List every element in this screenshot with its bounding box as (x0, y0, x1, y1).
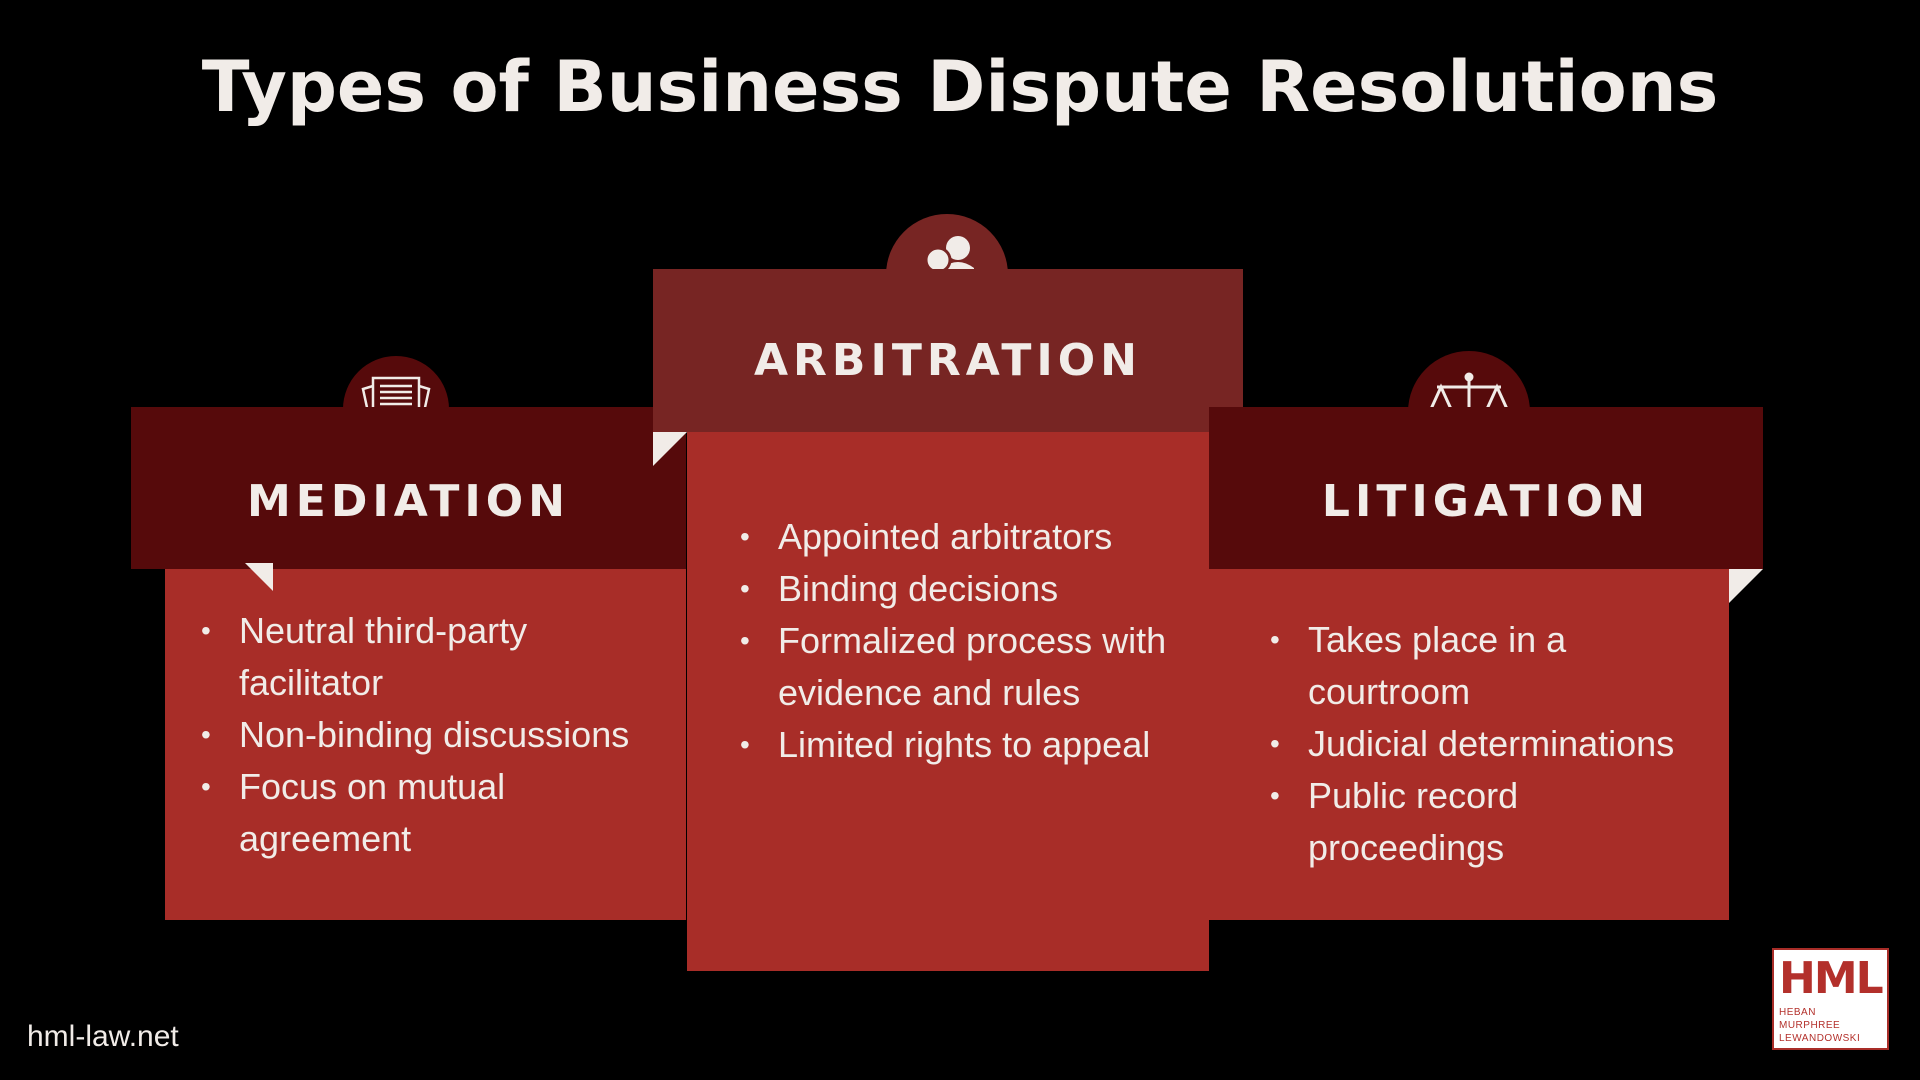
mediation-header: MEDIATION (131, 407, 686, 569)
list-item: Neutral third-party (201, 605, 629, 657)
website-link[interactable]: hml-law.net (27, 1020, 179, 1053)
litigation-header: LITIGATION (1209, 407, 1763, 569)
arbitration-fold-left (653, 432, 687, 466)
list-item-continuation: evidence and rules (778, 672, 1081, 713)
list-item: Public record (1270, 770, 1674, 822)
logo-line: HEBAN (1779, 1007, 1816, 1018)
list-item: Non-binding discussions (201, 709, 629, 761)
list-item: Takes place in a (1270, 614, 1674, 666)
firm-logo: HML HEBAN MURPHREE LEWANDOWSKI (1772, 948, 1889, 1050)
list-item: Appointed arbitrators (740, 511, 1166, 563)
page-title: Types of Business Dispute Resolutions (201, 46, 1719, 128)
arbitration-bullets: Appointed arbitrators Binding decisions … (740, 511, 1166, 771)
arbitration-heading: ARBITRATION (754, 335, 1142, 386)
mediation-bullets: Neutral third-party facilitator Non-bind… (201, 605, 629, 865)
arbitration-header: ARBITRATION (653, 269, 1243, 432)
list-item-continuation: agreement (239, 818, 412, 859)
list-item-continuation: facilitator (239, 662, 384, 703)
litigation-heading: LITIGATION (1321, 476, 1651, 527)
litigation-fold (1729, 569, 1763, 603)
list-item: Binding decisions (740, 563, 1166, 615)
mediation-heading: MEDIATION (247, 476, 570, 527)
logo-line: LEWANDOWSKI (1779, 1033, 1861, 1044)
litigation-bullets: Takes place in a courtroom Judicial dete… (1270, 614, 1674, 874)
list-item: Judicial determinations (1270, 718, 1674, 770)
list-item-continuation: courtroom (1308, 671, 1471, 712)
list-item: Formalized process with (740, 615, 1166, 667)
list-item: Limited rights to appeal (740, 719, 1166, 771)
logo-line: MURPHREE (1779, 1020, 1841, 1031)
logo-mark: HML (1779, 953, 1884, 1004)
mediation-fold (245, 563, 273, 591)
list-item: Focus on mutual (201, 761, 629, 813)
list-item-continuation: proceedings (1308, 827, 1505, 868)
